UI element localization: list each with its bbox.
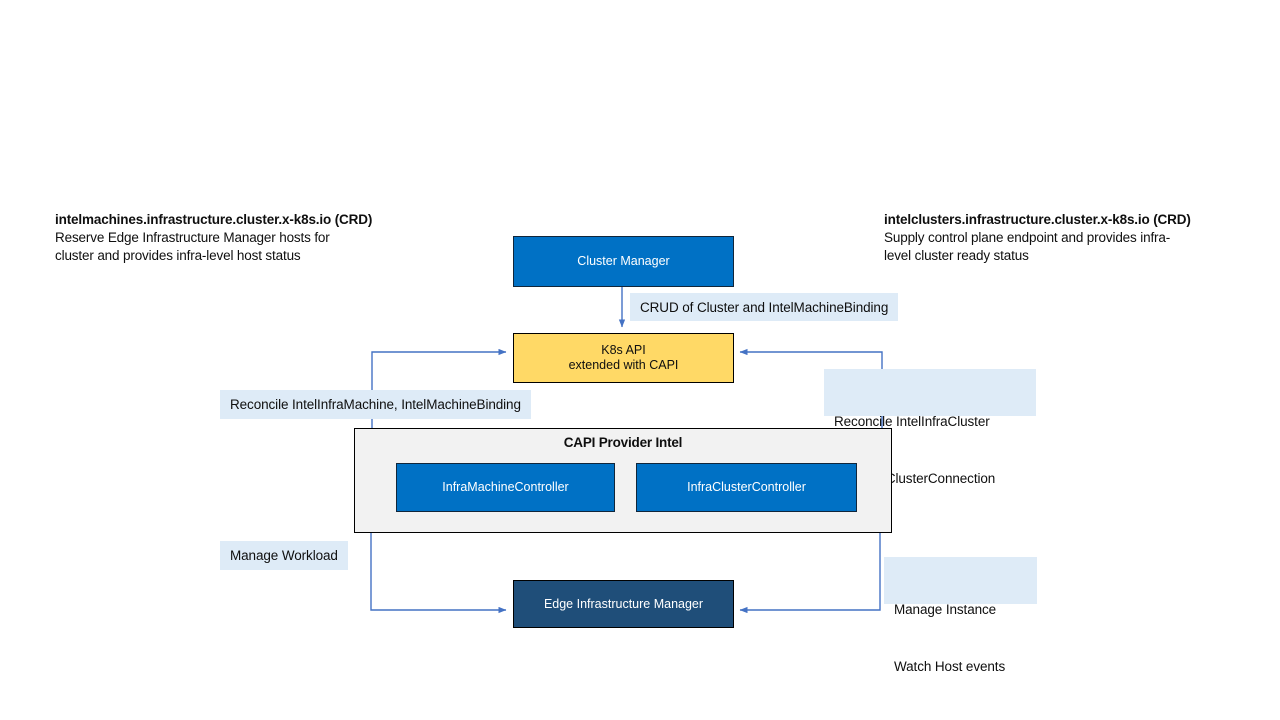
edge-label-crud-text: CRUD of Cluster and IntelMachineBinding: [640, 299, 889, 315]
node-k8s-api-line1: K8s API: [601, 343, 646, 357]
edge-label-reconcile-machine-text: Reconcile IntelInfraMachine, IntelMachin…: [230, 397, 521, 412]
edge-label-manage-workload: Manage Workload: [220, 541, 348, 570]
edge-label-manage-instance-line2: Watch Host events: [894, 659, 1006, 674]
annotation-right-title: intelclusters.infrastructure.cluster.x-k…: [884, 212, 1191, 227]
node-cluster-manager[interactable]: Cluster Manager: [513, 236, 734, 287]
node-k8s-api[interactable]: K8s API extended with CAPI: [513, 333, 734, 383]
edge-label-reconcile-cluster-line1: Reconcile IntelInfraCluster: [834, 414, 990, 429]
node-infra-cluster-controller[interactable]: InfraClusterController: [636, 463, 857, 512]
annotation-intelmachines-crd: intelmachines.infrastructure.cluster.x-k…: [55, 211, 455, 265]
annotation-right-line2: level cluster ready status: [884, 248, 1029, 263]
node-cluster-manager-label: Cluster Manager: [577, 254, 670, 268]
annotation-left-line2: cluster and provides infra-level host st…: [55, 248, 301, 263]
edge-label-manage-workload-text: Manage Workload: [230, 548, 338, 563]
annotation-left-line1: Reserve Edge Infrastructure Manager host…: [55, 230, 330, 245]
node-edge-infrastructure-manager[interactable]: Edge Infrastructure Manager: [513, 580, 734, 628]
edge-label-crud: CRUD of Cluster and IntelMachineBinding: [630, 293, 899, 321]
edge-label-manage-instance: Manage Instance Watch Host events: [884, 557, 1037, 674]
group-capi-provider-intel-title: CAPI Provider Intel: [563, 435, 683, 450]
node-infra-machine-controller-label: InfraMachineController: [442, 480, 569, 494]
edge-label-reconcile-cluster: Reconcile IntelInfraCluster Manage Clust…: [824, 369, 1036, 486]
edge-label-reconcile-machine: Reconcile IntelInfraMachine, IntelMachin…: [220, 390, 531, 419]
node-infra-cluster-controller-label: InfraClusterController: [687, 480, 806, 494]
edge-label-manage-instance-line1: Manage Instance: [894, 602, 997, 617]
node-k8s-api-line2: extended with CAPI: [568, 358, 679, 372]
node-infra-machine-controller[interactable]: InfraMachineController: [396, 463, 615, 512]
node-edge-infrastructure-manager-label: Edge Infrastructure Manager: [543, 596, 704, 611]
annotation-right-line1: Supply control plane endpoint and provid…: [884, 230, 1171, 245]
annotation-left-title: intelmachines.infrastructure.cluster.x-k…: [55, 212, 373, 227]
annotation-intelclusters-crd: intelclusters.infrastructure.cluster.x-k…: [884, 211, 1280, 265]
